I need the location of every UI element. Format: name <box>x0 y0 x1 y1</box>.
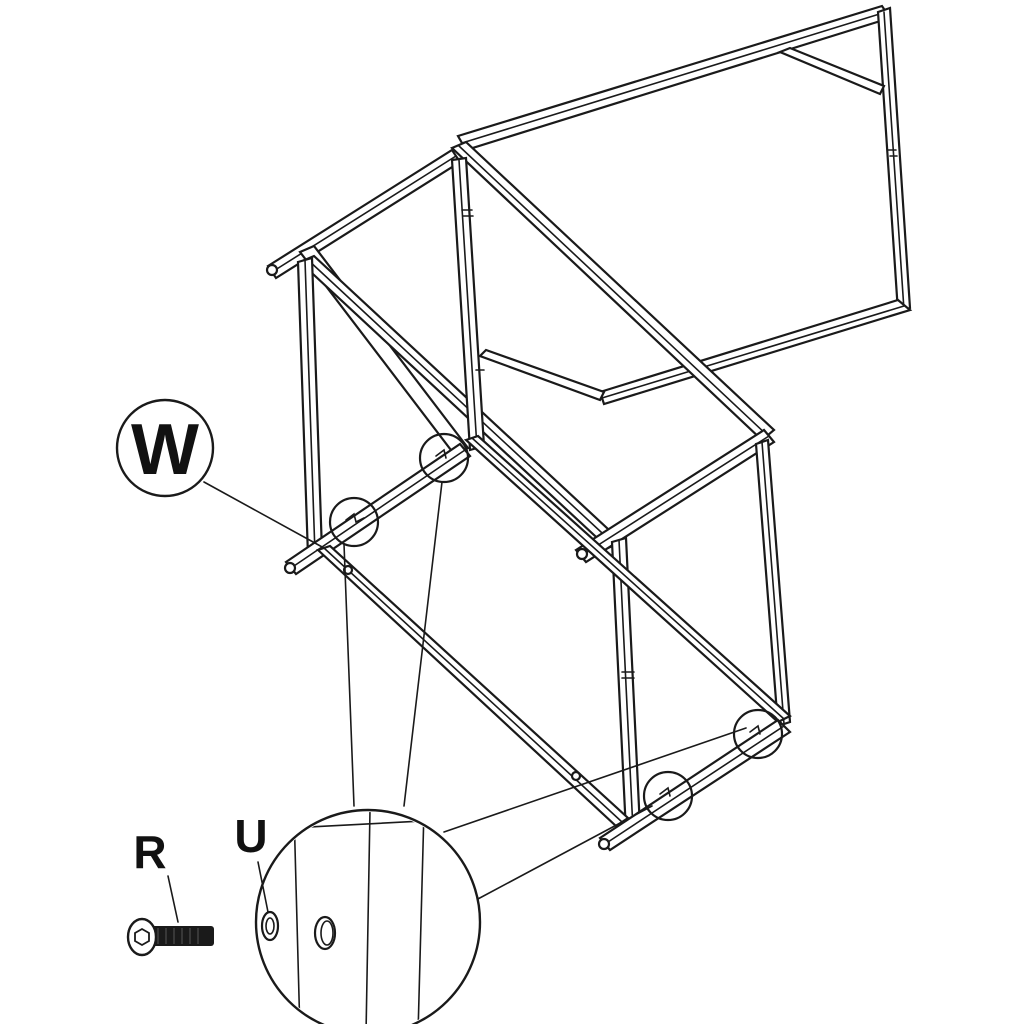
rear-frame <box>456 4 913 406</box>
hex-socket-bolt-icon <box>126 917 214 957</box>
callout-r-label: R <box>133 826 166 878</box>
detail-leader-lines <box>203 481 747 901</box>
center-top-beam <box>298 140 776 550</box>
callout-u-label: U <box>234 810 267 862</box>
detail-magnifier <box>254 808 482 1024</box>
joint-highlight-circles <box>328 432 784 822</box>
callout-w-label: W <box>131 410 199 490</box>
right-top-beam <box>574 428 776 564</box>
left-top-beam <box>265 148 470 456</box>
callout-w: W <box>115 398 215 498</box>
empty-hole-icon <box>313 915 337 951</box>
left-front-post <box>296 256 324 558</box>
bolt-head-in-hole-icon <box>260 910 280 942</box>
bottom-diagonal-rails <box>315 434 792 828</box>
